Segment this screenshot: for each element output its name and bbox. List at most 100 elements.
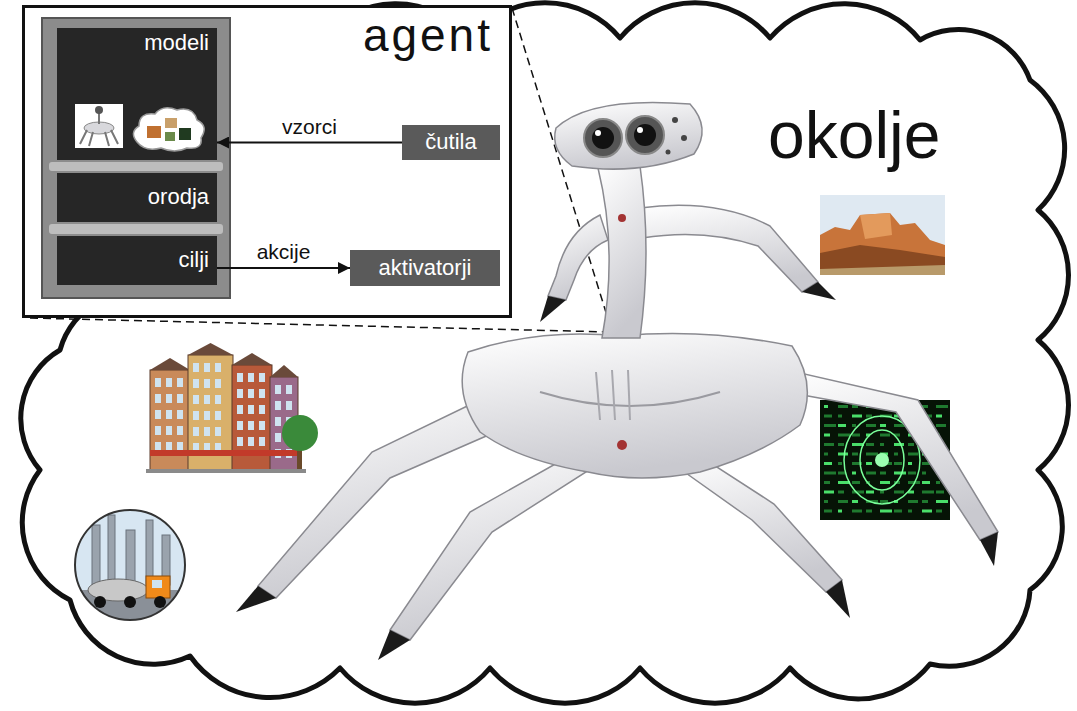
cloud-outline [21,3,1069,703]
matrix-digit-mark [922,472,926,475]
building-window [204,395,210,404]
matrix-digit-mark [880,500,888,503]
matrix-digit-mark [880,481,890,484]
tree-crown [282,415,318,451]
building-window [237,389,243,398]
module-separator [49,224,223,234]
matrix-digit-mark [866,510,872,513]
building-window [193,427,199,436]
city-clipart [146,343,318,473]
matrix-digit-mark [838,453,848,456]
robot-arm [640,205,818,292]
edge-label-holder: vzorci [280,113,339,138]
matrix-digit-mark [852,491,864,494]
model-icons [75,102,215,154]
robot-thumbnail-head [95,106,103,114]
building-window [155,442,161,451]
building-window [259,421,265,430]
flow-arrow [217,142,402,144]
zoom-line [512,8,612,332]
robot-claw [802,282,836,300]
matrix-digit-mark [936,491,944,494]
building-window [248,421,254,430]
robot-head [555,102,702,169]
box-label: čutila [425,129,476,155]
matrix-digit-mark [936,481,940,484]
truck-wheel [94,596,106,608]
building-window [155,378,161,387]
canyon-sky [820,195,945,275]
canyon-rock [820,213,945,275]
matrix-digit-mark [908,500,918,503]
matrix-digit-mark [922,510,932,513]
matrix-digit-mark [852,472,856,475]
matrix-digit-mark [908,510,912,513]
matrix-digit-mark [838,510,842,513]
matrix-digit-mark [908,443,914,446]
cloud-thumbnail-pic [165,132,175,141]
robot-dot [672,117,678,123]
goal-box: cilji [57,236,217,285]
matrix-digit-mark [908,472,916,475]
matrix-digit-mark [866,443,874,446]
robot-arm [548,215,608,300]
matrix-digit-mark [894,491,904,494]
matrix-digit-mark [852,424,856,427]
matrix-digit-mark [838,500,848,503]
truck-cab [146,576,170,598]
matrix-digit-mark [880,491,884,494]
robot-body [462,334,807,478]
matrix-digit-mark [824,510,832,513]
robot-eye-lens [592,127,614,149]
building-window [193,379,199,388]
matrix-digit-mark [852,434,860,437]
edge-label: akcije [255,240,313,263]
robot-dot [681,135,687,141]
building-window [275,385,281,394]
building-window [166,378,172,387]
matrix-digit-mark [922,481,930,484]
robot-eye-lens [634,124,656,146]
building-window [166,442,172,451]
robot-foot [236,586,276,612]
matrix-digit-mark [908,453,918,456]
flow-arrow [217,267,350,269]
building-roof [188,343,233,355]
matrix-digit-mark [880,434,890,437]
building-window [204,411,210,420]
building-window [286,401,292,410]
robot-claw [540,296,566,322]
building-window [177,410,183,419]
matrix-digit-mark [894,443,904,446]
matrix-digit-mark [922,491,934,494]
building-window [286,385,292,394]
box-label: aktivatorji [379,255,472,281]
robot-foot [826,580,850,618]
building-roof [270,365,298,377]
building-window [259,437,265,446]
matrix-digit-mark [824,415,832,418]
building-window [237,437,243,446]
building-window [259,405,265,414]
robot-thumbnail-legs [80,110,118,146]
matrix-digit-mark [824,481,830,484]
street [146,469,306,473]
building-window [177,394,183,403]
cloud-thumbnail [133,108,204,151]
matrix-digit-mark [894,472,906,475]
building-window [166,426,172,435]
matrix-digit-mark [824,491,834,494]
sensor-box: čutila [402,125,500,160]
building-window [166,394,172,403]
matrix-digit-mark [838,405,848,408]
canyon-rock-dark [820,245,945,275]
matrix-digit-mark [880,424,886,427]
matrix-digit-mark [824,453,828,456]
building-window [177,442,183,451]
robot-neck [598,166,646,338]
matrix-digit-mark [852,415,862,418]
building-window [248,437,254,446]
chimney [92,525,100,585]
matrix-digit-mark [824,500,828,503]
building-window [215,379,221,388]
